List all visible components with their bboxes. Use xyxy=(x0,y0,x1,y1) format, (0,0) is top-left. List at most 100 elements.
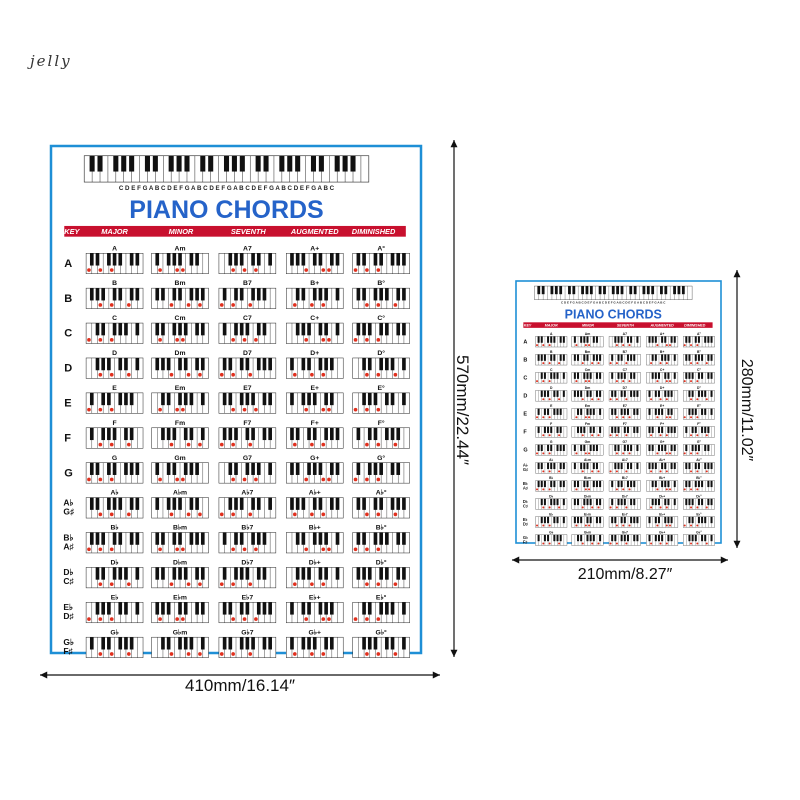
chord-dot xyxy=(219,442,224,447)
chord-keyboard xyxy=(151,253,209,274)
chord-name: E♭+ xyxy=(659,512,665,516)
chord-dot xyxy=(588,488,591,491)
chord-dot xyxy=(591,362,594,365)
chord-dot xyxy=(353,268,358,272)
chord-dot xyxy=(365,512,369,517)
chord-name: G° xyxy=(697,440,702,444)
chord-dot xyxy=(126,372,131,377)
chord-dot xyxy=(198,512,202,517)
chord-dot xyxy=(659,542,662,545)
chord-dot xyxy=(588,452,591,455)
chord-dot xyxy=(186,582,191,587)
large-poster-header-seventh: SEVENTH xyxy=(231,227,267,236)
chord-keyboard xyxy=(535,372,568,384)
chord-dot xyxy=(242,477,247,482)
chord-keyboard xyxy=(608,408,641,420)
chord-dot xyxy=(175,547,180,552)
chord-name: D+ xyxy=(310,350,319,357)
chord-keyboard xyxy=(608,462,641,474)
chord-name: D xyxy=(550,386,553,390)
chord-dot xyxy=(321,547,326,552)
chord-dot xyxy=(231,512,235,517)
chord-dot xyxy=(609,398,612,401)
chord-dot xyxy=(575,452,578,455)
chord-dot xyxy=(650,542,653,545)
large-poster-header-key: KEY xyxy=(64,227,80,236)
chord-dot xyxy=(690,380,693,383)
chord-dot xyxy=(558,362,561,365)
chord-keyboard xyxy=(218,392,277,414)
chord-dot xyxy=(376,547,381,552)
chord-dot xyxy=(656,452,659,455)
chord-dot xyxy=(705,362,708,365)
chord-keyboard xyxy=(683,498,715,510)
chord-dot xyxy=(310,442,314,447)
chord-name: B+ xyxy=(310,280,319,287)
chord-name: G♭ xyxy=(110,628,119,636)
chord-dot xyxy=(231,268,235,272)
chord-dot xyxy=(548,488,551,491)
chord-dot xyxy=(584,524,587,527)
large-height-label: 570mm/22.44″ xyxy=(453,355,472,465)
chord-name: Em xyxy=(585,404,590,408)
chord-dot xyxy=(310,582,314,587)
chord-name: A♭m xyxy=(173,489,187,497)
chord-keyboard xyxy=(608,444,641,456)
chord-dot xyxy=(696,380,699,383)
chord-dot xyxy=(625,398,628,401)
chord-dot xyxy=(665,470,668,473)
chord-dot xyxy=(542,488,545,491)
chord-keyboard xyxy=(683,516,715,528)
chord-dot xyxy=(98,512,103,517)
chord-dot xyxy=(581,362,584,365)
chord-name: A+ xyxy=(310,245,319,252)
chord-keyboard xyxy=(571,336,604,348)
chord-keyboard xyxy=(85,253,144,274)
chord-keyboard xyxy=(286,287,344,309)
chord-dot xyxy=(186,303,191,307)
chord-keyboard xyxy=(571,534,604,546)
chord-name: B♭m xyxy=(584,476,591,480)
row-key-label: E♭D♯ xyxy=(63,602,73,621)
chord-dot xyxy=(365,582,369,587)
chord-keyboard xyxy=(352,462,410,484)
chord-dot xyxy=(365,547,369,552)
chord-name: Fm xyxy=(175,420,185,427)
chord-name: A7 xyxy=(243,245,252,252)
chord-dot xyxy=(548,344,551,347)
chord-name: B♭ xyxy=(111,524,119,532)
chord-dot xyxy=(548,506,551,509)
chord-dot xyxy=(254,547,258,552)
chord-dot xyxy=(231,547,235,552)
chord-name: D7 xyxy=(623,386,627,390)
chord-name: C7 xyxy=(243,315,252,322)
chord-name: A♭m xyxy=(584,458,591,462)
row-key-label: A xyxy=(523,339,527,345)
chord-dot xyxy=(292,372,297,377)
chord-dot xyxy=(292,582,297,587)
chord-dot xyxy=(169,582,174,587)
chord-name: E xyxy=(550,404,553,408)
chord-dot xyxy=(558,506,561,509)
chord-dot xyxy=(321,617,326,621)
chord-keyboard xyxy=(683,534,715,546)
chord-dot xyxy=(656,380,659,383)
chord-keyboard xyxy=(151,392,209,414)
chord-dot xyxy=(705,470,708,473)
chord-name: D♭+ xyxy=(659,494,665,498)
chord-keyboard xyxy=(85,357,144,379)
chord-name: D♭7 xyxy=(622,494,628,498)
chord-dot xyxy=(558,434,561,437)
chord-dot xyxy=(393,303,398,307)
chord-keyboard xyxy=(286,567,344,589)
chord-dot xyxy=(536,524,539,527)
chord-dot xyxy=(248,442,253,447)
chord-dot xyxy=(542,344,545,347)
chord-dot xyxy=(87,617,91,621)
chord-keyboard xyxy=(683,408,715,420)
